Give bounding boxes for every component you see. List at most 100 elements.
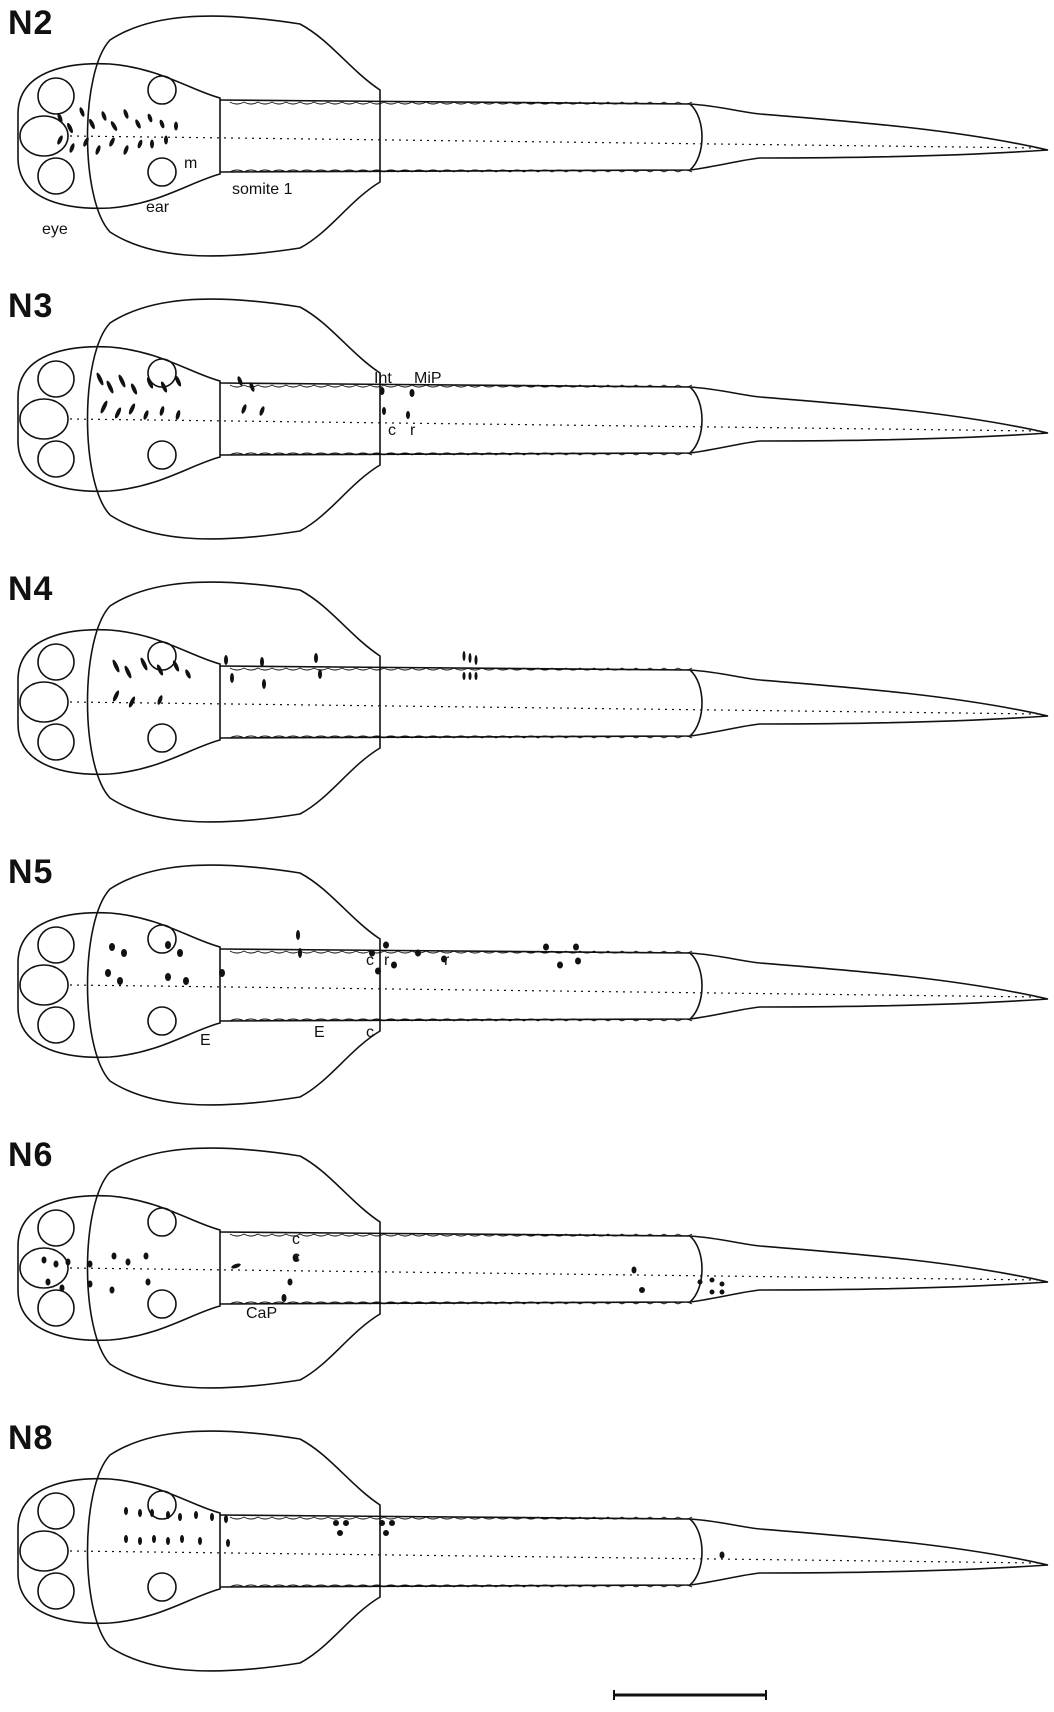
- eye-icon: [38, 78, 74, 114]
- neuron-marks: [95, 372, 414, 421]
- neuron-mark: [139, 657, 149, 671]
- label-r: r: [410, 423, 415, 439]
- somite-boundary: [244, 668, 258, 670]
- eye-icon: [38, 158, 74, 194]
- somite-boundary: [342, 385, 356, 387]
- somite-boundary: [258, 102, 272, 104]
- neuron-mark: [159, 119, 166, 129]
- eye-icon: [38, 1493, 74, 1529]
- neuron-mark: [260, 657, 264, 667]
- ear-icon: [148, 158, 176, 186]
- neuron-mark: [121, 949, 127, 957]
- neuron-mark: [194, 1511, 198, 1519]
- neuron-mark: [134, 119, 142, 130]
- ear-icon: [148, 76, 176, 104]
- somite-boundary: [314, 385, 328, 387]
- neuron-mark: [475, 655, 478, 665]
- neuron-mark: [172, 660, 181, 673]
- neuron-mark: [632, 1267, 637, 1274]
- neuron-mark: [282, 1294, 287, 1302]
- neuron-mark: [126, 1259, 131, 1266]
- neuron-mark: [111, 659, 121, 673]
- panel-label: N8: [8, 1421, 53, 1455]
- neuron-mark: [720, 1290, 725, 1295]
- somite-boundary: [272, 102, 286, 104]
- neuron-mark: [78, 107, 85, 118]
- somite-boundary: [342, 951, 356, 953]
- somite-boundary: [230, 1517, 244, 1519]
- somite-boundary: [356, 668, 370, 670]
- panel-label: N3: [8, 289, 53, 323]
- neuron-mark: [184, 669, 192, 680]
- label-e-1: E: [200, 1033, 211, 1049]
- neuron-mark: [150, 1509, 154, 1517]
- neuron-mark: [123, 665, 133, 679]
- panel-n8: N8: [0, 1415, 1054, 1685]
- ear-icon: [148, 1290, 176, 1318]
- neuron-mark: [54, 1261, 59, 1268]
- somite-boundary: [370, 668, 384, 670]
- neuron-mark: [389, 1520, 395, 1526]
- neuron-mark: [219, 969, 225, 977]
- somite-boundary: [300, 1234, 314, 1236]
- somite-boundary: [342, 102, 356, 104]
- somite-boundary: [328, 102, 342, 104]
- somite-boundary: [328, 1517, 342, 1519]
- yolk-sac: [88, 865, 381, 1105]
- somite-boundary: [356, 1234, 370, 1236]
- neuron-mark: [224, 1515, 228, 1523]
- label-r-top-2: r: [444, 953, 449, 969]
- eye-icon: [38, 441, 74, 477]
- label-c-1: c: [292, 1232, 300, 1248]
- somite-boundary: [244, 102, 258, 104]
- neuron-mark: [68, 143, 75, 154]
- tail-boundary: [690, 387, 702, 453]
- somite-boundary: [272, 951, 286, 953]
- somite-boundary: [384, 102, 398, 104]
- neuron-mark: [236, 376, 243, 387]
- neuron-mark: [66, 1259, 71, 1266]
- panel-label: N5: [8, 855, 53, 889]
- somite-boundary: [272, 668, 286, 670]
- midline: [70, 1268, 1040, 1280]
- midline: [70, 419, 1040, 431]
- neuron-mark: [174, 375, 183, 388]
- neuron-mark: [164, 136, 168, 145]
- somite-boundary: [384, 668, 398, 670]
- somite-boundary: [300, 668, 314, 670]
- neuron-mark: [380, 387, 385, 395]
- brain-lobe: [20, 682, 68, 722]
- somite-boundary: [272, 1517, 286, 1519]
- label-mip: MiP: [414, 371, 442, 387]
- somite-boundary: [230, 102, 244, 104]
- neuron-mark: [112, 1253, 117, 1260]
- neuron-mark: [240, 404, 247, 415]
- larva-outline: [0, 1132, 1054, 1402]
- midline: [70, 702, 1040, 714]
- somite-boundary: [384, 1234, 398, 1236]
- somite-boundary: [272, 385, 286, 387]
- larva-drawing: [18, 1148, 1048, 1388]
- larva-drawing: [18, 865, 1048, 1105]
- label-e-2: E: [314, 1025, 325, 1041]
- neuron-mark: [166, 1537, 170, 1545]
- somite-boundary: [244, 1517, 258, 1519]
- tail-boundary: [690, 1519, 702, 1585]
- neuron-mark: [469, 672, 472, 680]
- head: [18, 913, 220, 1058]
- neuron-mark: [114, 407, 123, 420]
- somite-boundary: [286, 951, 300, 953]
- somite-boundary: [244, 1234, 258, 1236]
- label-c: c: [388, 423, 396, 439]
- neuron-marks: [124, 1507, 725, 1559]
- yolk-sac: [88, 16, 381, 256]
- brain-lobe: [20, 399, 68, 439]
- neuron-mark: [165, 973, 171, 981]
- somite-boundary: [328, 668, 342, 670]
- label-m: m: [184, 156, 197, 172]
- midline: [70, 1551, 1040, 1563]
- somite-boundary: [356, 385, 370, 387]
- neuron-mark: [410, 389, 415, 397]
- somite-boundary: [244, 951, 258, 953]
- neuron-mark: [463, 651, 466, 661]
